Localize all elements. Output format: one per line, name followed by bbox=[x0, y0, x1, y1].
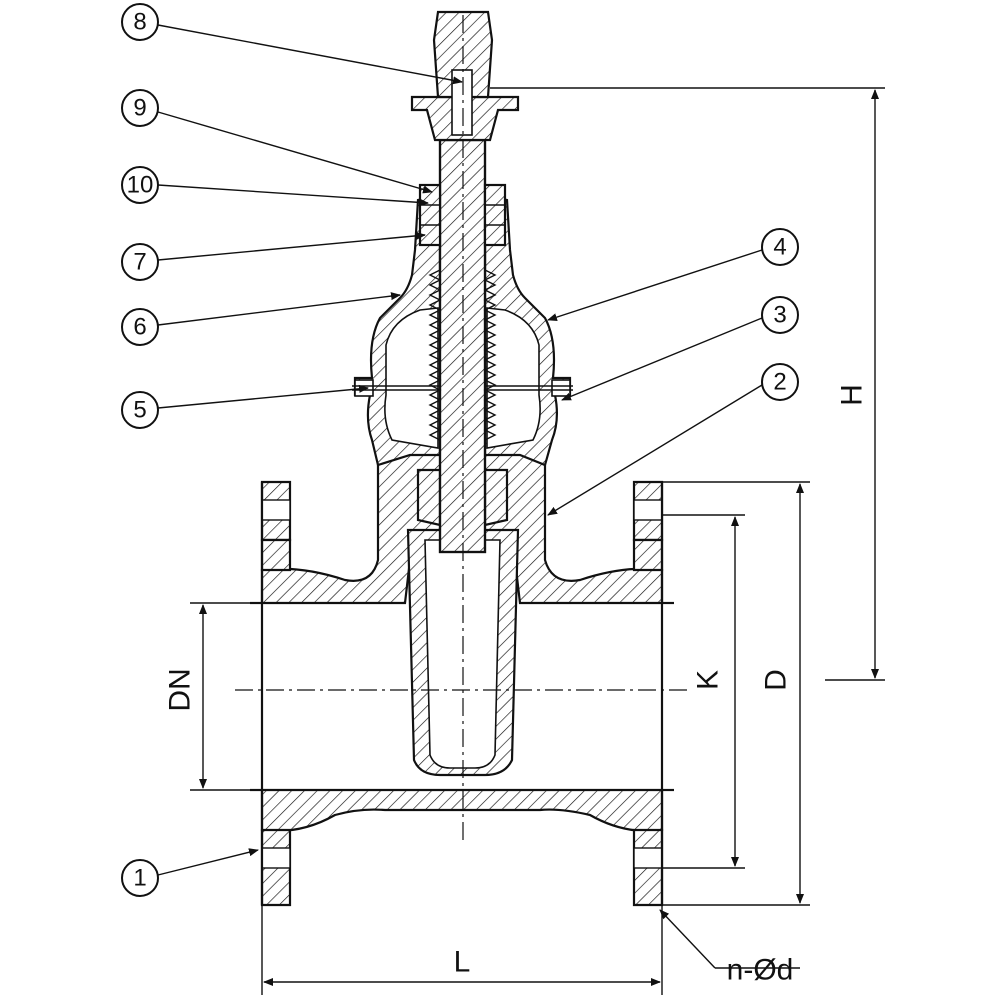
callout-5-label: 5 bbox=[133, 397, 146, 424]
dimension-l: L bbox=[261, 905, 663, 995]
dimension-d: D bbox=[662, 481, 810, 906]
dimension-h: H bbox=[490, 87, 885, 681]
dimension-d-label: D bbox=[760, 669, 793, 691]
dimension-bolt-holes-label: n-Ød bbox=[727, 954, 794, 987]
callout-7-label: 7 bbox=[133, 249, 146, 276]
callout-6: 6 bbox=[121, 292, 401, 346]
callout-9-label: 9 bbox=[133, 95, 146, 122]
callout-1: 1 bbox=[121, 848, 259, 897]
dimension-k-label: K bbox=[692, 670, 725, 690]
callout-10: 10 bbox=[121, 166, 429, 207]
callout-6-label: 6 bbox=[133, 314, 146, 341]
gland-packing bbox=[418, 183, 507, 247]
callout-2: 2 bbox=[547, 363, 799, 516]
dimension-l-label: L bbox=[454, 946, 471, 979]
callout-3: 3 bbox=[561, 296, 799, 401]
callout-7: 7 bbox=[121, 231, 426, 281]
dimension-k: K bbox=[662, 514, 745, 869]
callout-4-label: 4 bbox=[773, 234, 786, 261]
bonnet bbox=[352, 193, 573, 467]
callout-8: 8 bbox=[121, 3, 463, 85]
dimension-bolt-holes: n-Ød bbox=[659, 909, 800, 987]
callout-10-label: 10 bbox=[127, 172, 154, 199]
callout-3-label: 3 bbox=[773, 302, 786, 329]
callout-2-label: 2 bbox=[773, 369, 786, 396]
operating-cap bbox=[410, 10, 520, 142]
callout-1-label: 1 bbox=[133, 865, 146, 892]
callout-5: 5 bbox=[121, 384, 369, 429]
callout-9: 9 bbox=[121, 89, 433, 194]
dimension-h-label: H bbox=[836, 384, 869, 406]
dimension-dn-label: DN bbox=[164, 668, 197, 711]
callout-8-label: 8 bbox=[133, 9, 146, 36]
callout-4: 4 bbox=[547, 228, 799, 322]
dimension-dn: DN bbox=[164, 602, 262, 791]
